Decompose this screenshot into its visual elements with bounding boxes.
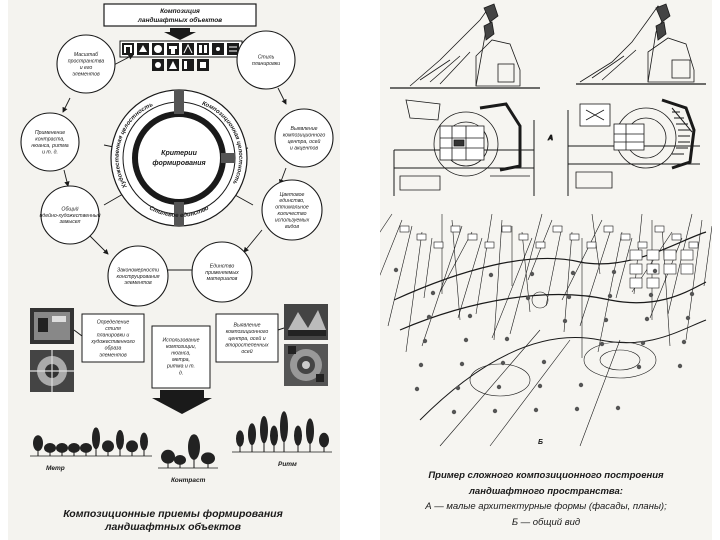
facade-right — [576, 3, 706, 85]
tree-metr-3 — [68, 443, 80, 456]
landscape-drawings: А Б — [380, 3, 712, 448]
tree-metr-2 — [56, 443, 68, 456]
tree-ritm-4 — [280, 411, 288, 452]
lower-section — [30, 304, 328, 414]
label-a: А — [547, 135, 553, 142]
composition-diagram: Композиция ландшафтных объектов — [20, 3, 334, 484]
node-materials-circle — [191, 241, 253, 303]
plan-right — [567, 98, 700, 196]
tree-rows — [30, 411, 332, 469]
tree-metr-4 — [80, 443, 92, 456]
node-patterns-circle — [107, 245, 169, 307]
tree-ritm-2 — [260, 416, 268, 452]
right-caption: Пример сложного композиционного построен… — [390, 468, 702, 530]
aerial-view — [380, 213, 712, 448]
box-definition — [81, 313, 145, 363]
tree-ritm-6 — [306, 418, 314, 452]
tree-ritm-1 — [248, 423, 256, 452]
tree-metr-6 — [102, 440, 114, 456]
node-scale-circle — [56, 34, 116, 94]
tree-metr-1 — [44, 443, 56, 456]
lower-down-arrow — [152, 390, 212, 414]
right-page: А Б Пример сложного композицион — [380, 0, 712, 540]
criteria-ring: Художественная целостность Композиционна… — [110, 89, 248, 227]
center-title-1: Критерии — [161, 150, 197, 157]
tree-metr-9 — [140, 432, 148, 456]
tree-ritm-3 — [270, 425, 278, 452]
tree-contrast-1 — [174, 455, 186, 468]
label-metr: Метр — [46, 465, 65, 472]
landscape-icons — [119, 40, 243, 71]
top-box-label-1: Композиция — [160, 8, 200, 15]
left-page: Композиция ландшафтных объектов — [8, 0, 340, 540]
label-ritm: Ритм — [278, 461, 297, 468]
node-color-circle — [261, 179, 323, 241]
box-reveal — [215, 313, 279, 363]
down-arrow — [164, 28, 196, 40]
tree-ritm-0 — [236, 430, 244, 452]
tree-contrast-3 — [201, 452, 215, 468]
facade-left — [390, 3, 540, 89]
right-caption-line-4: Б — общий вид — [511, 516, 581, 528]
label-b: Б — [538, 439, 543, 446]
label-contrast: Контраст — [171, 477, 206, 484]
right-caption-line-2: ландшафтного пространства: — [469, 485, 623, 497]
top-box — [103, 3, 257, 27]
tree-metr-0 — [33, 435, 43, 456]
tree-metr-7 — [116, 430, 124, 456]
tree-metr-8 — [126, 440, 138, 456]
tree-contrast-0 — [161, 449, 175, 468]
node-centers-circle — [274, 108, 334, 168]
tree-ritm-5 — [294, 425, 302, 452]
box-use — [151, 325, 211, 389]
tree-contrast-2 — [188, 434, 200, 468]
center-title-2: формирования — [152, 160, 205, 167]
top-box-label-2: ландшафтных объектов — [137, 16, 222, 24]
node-contrast-circle — [20, 112, 80, 172]
right-caption-line-3: А — малые архитектурные формы (фасады, п… — [425, 501, 667, 512]
node-style-circle — [236, 30, 296, 90]
node-idea-circle — [40, 185, 100, 245]
node-circles — [20, 30, 334, 307]
left-caption: Композиционные приемы формирования ландш… — [63, 508, 283, 533]
plan-left — [393, 99, 535, 196]
tree-metr-5 — [92, 427, 100, 456]
right-caption-line-1: Пример сложного композиционного построен… — [428, 470, 664, 481]
tree-ritm-7 — [319, 432, 329, 452]
